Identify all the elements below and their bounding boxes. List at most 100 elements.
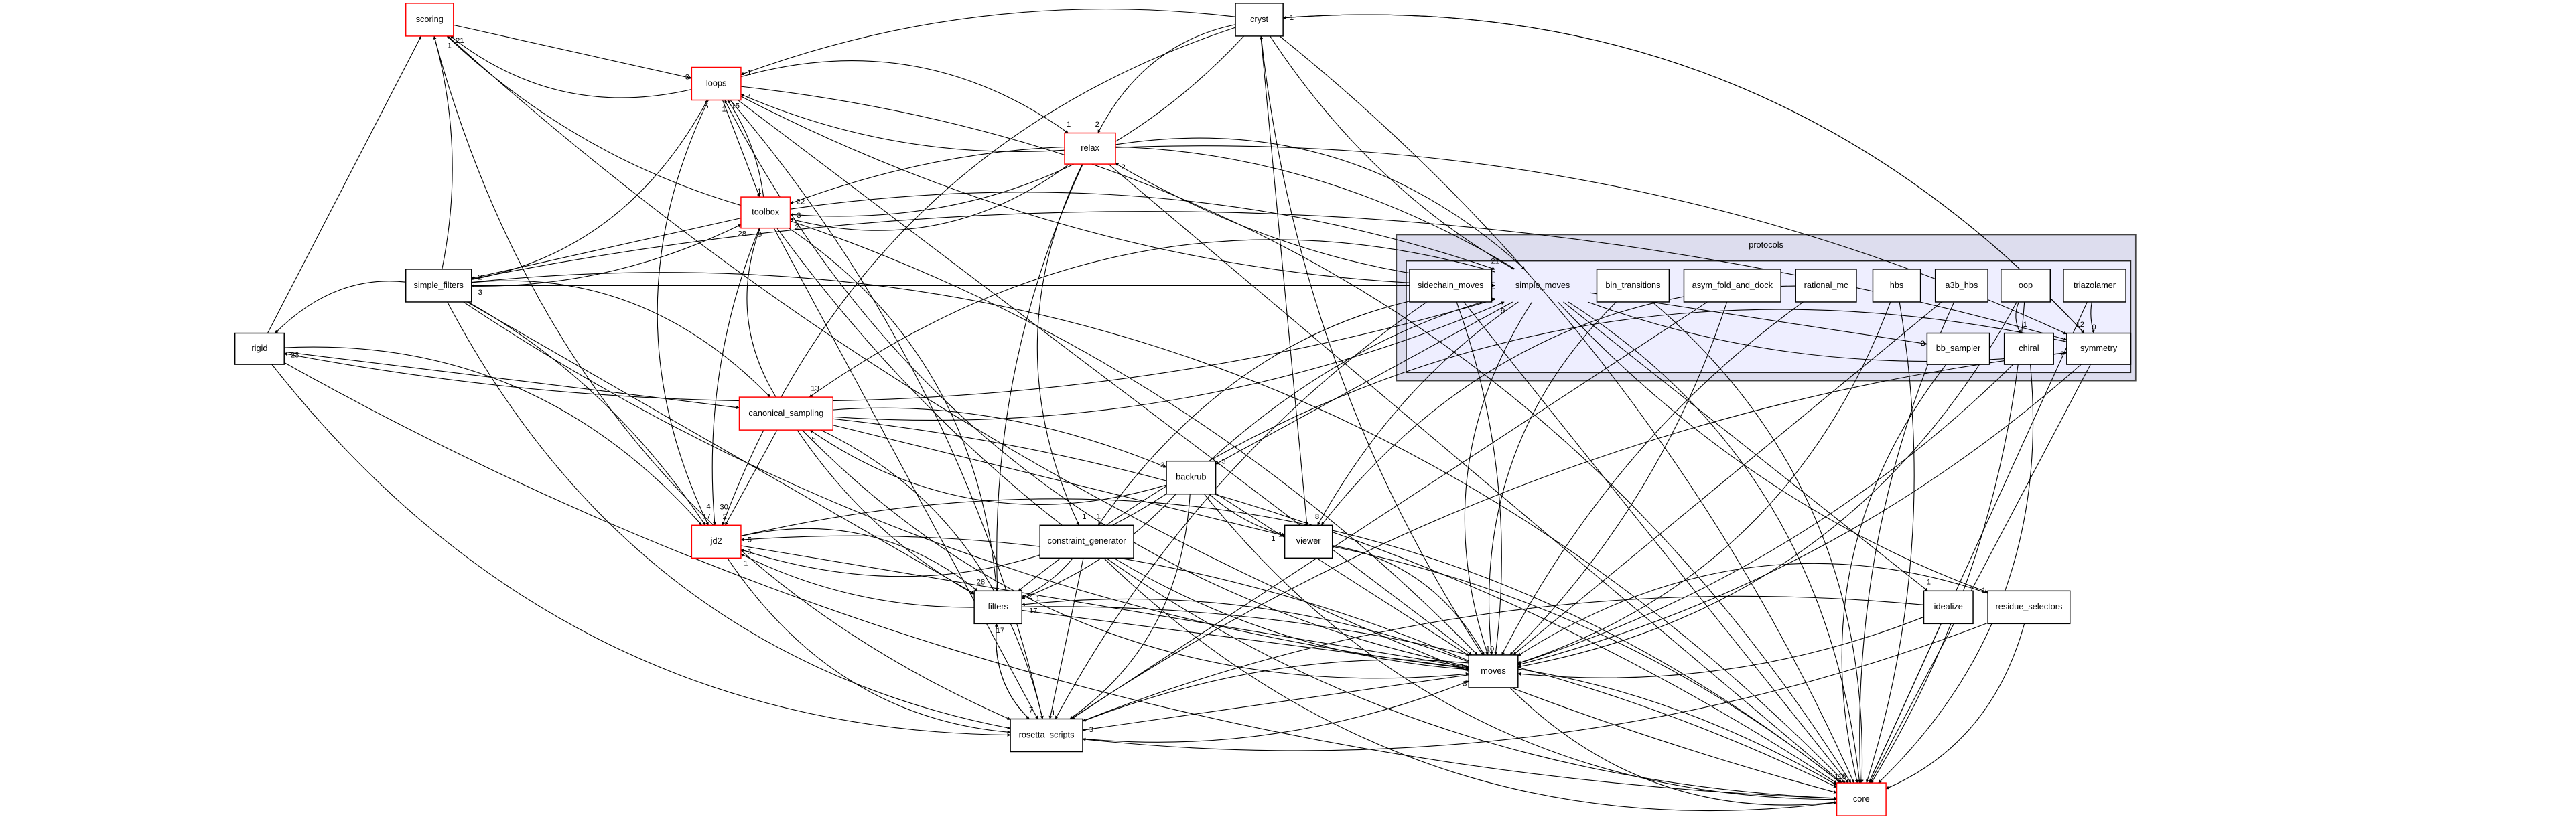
edge-simple_filters-to-moves[interactable] <box>463 301 1469 670</box>
edge-constraint_generator-to-filters[interactable] <box>1021 557 1073 598</box>
edge-count-label[interactable]: 3 <box>1089 726 1093 734</box>
node-core[interactable]: core <box>1836 782 1887 816</box>
edge-simple_filters-to-toolbox[interactable] <box>471 224 742 287</box>
edge-canonical_sampling-to-jd2[interactable] <box>725 429 778 526</box>
edge-asym_fold_and_dock-to-moves[interactable] <box>1509 301 1728 656</box>
edge-backrub-to-rosetta_scripts[interactable] <box>1069 494 1191 719</box>
edge-jd2-to-filters[interactable] <box>740 528 978 591</box>
edge-count-label[interactable]: 1 <box>1036 595 1040 603</box>
node-symmetry[interactable]: symmetry <box>2066 332 2132 365</box>
edge-backrub-to-canonical_sampling[interactable] <box>809 429 1167 505</box>
edge-loops-to-jd2[interactable] <box>657 100 709 526</box>
node-a3b_hbs[interactable]: a3b_hbs <box>1934 269 1988 303</box>
edge-filters-to-jd2[interactable] <box>740 553 975 608</box>
edge-toolbox-to-filters[interactable] <box>789 228 998 591</box>
edge-oop-to-moves[interactable] <box>1517 301 2017 668</box>
edge-canonical_sampling-to-core[interactable] <box>833 418 1837 784</box>
node-moves[interactable]: moves <box>1468 654 1519 688</box>
edge-moves-to-rosetta_scripts[interactable] <box>1082 674 1469 732</box>
edge-moves-to-core[interactable] <box>1509 687 1838 806</box>
node-bb_sampler[interactable]: bb_sampler <box>1926 332 1990 365</box>
edge-count-label[interactable]: 5 <box>811 436 815 444</box>
edge-simple_moves-to-backrub[interactable] <box>1215 301 1513 465</box>
node-canonical_sampling[interactable]: canonical_sampling <box>738 396 833 431</box>
edge-count-label[interactable]: 17 <box>702 512 711 520</box>
edge-count-label[interactable]: 8 <box>1315 513 1319 521</box>
edge-backrub-to-core[interactable] <box>1204 494 1838 802</box>
edge-hbs-to-core[interactable] <box>1865 301 1915 784</box>
edge-count-label[interactable]: 30 <box>720 504 728 512</box>
edge-count-label[interactable]: 3 <box>478 289 482 297</box>
edge-rosetta_scripts-to-filters[interactable] <box>994 623 1030 719</box>
edge-rigid-to-core[interactable] <box>283 362 1838 800</box>
edge-count-label[interactable]: 1 <box>1097 513 1101 521</box>
edge-count-label[interactable]: 1 <box>448 42 452 50</box>
edge-moves-to-loops[interactable] <box>724 100 1469 667</box>
edge-cryst-to-viewer[interactable] <box>1260 35 1308 526</box>
edge-symmetry-to-core[interactable] <box>1869 364 2091 784</box>
edge-chiral-to-moves[interactable] <box>1517 364 2014 664</box>
edge-rigid-to-scoring[interactable] <box>267 35 422 333</box>
edge-count-label[interactable]: 2 <box>795 224 799 232</box>
edge-count-label[interactable]: 1 <box>1982 587 1986 595</box>
edge-scoring-to-core[interactable] <box>448 35 1838 794</box>
edge-count-label[interactable]: 2 <box>1095 121 1099 129</box>
edge-constraint_generator-to-core[interactable] <box>1103 557 1838 811</box>
edge-symmetry-to-moves[interactable] <box>1517 364 2082 666</box>
edge-count-label[interactable]: 28 <box>977 578 986 586</box>
edge-simple_filters-to-canonical_sampling[interactable] <box>471 280 770 398</box>
edge-triazolamer-to-core[interactable] <box>1868 301 2088 784</box>
edge-sidechain_moves-to-rosetta_scripts[interactable] <box>1055 301 1428 719</box>
node-scoring[interactable]: scoring <box>405 3 454 37</box>
edge-count-label[interactable]: 3 <box>685 74 689 82</box>
edge-relax-to-constraint_generator[interactable] <box>1036 163 1083 526</box>
node-residue_selectors[interactable]: residue_selectors <box>1987 590 2071 625</box>
edge-count-label[interactable]: 1 <box>1082 513 1086 521</box>
edge-count-label[interactable]: 2 <box>1921 340 1925 348</box>
edge-toolbox-to-moves[interactable] <box>790 220 1478 656</box>
edge-rosetta_scripts-to-core[interactable] <box>1082 659 1837 786</box>
node-rosetta_scripts[interactable]: rosetta_scripts <box>1010 718 1083 753</box>
node-constraint_generator[interactable]: constraint_generator <box>1039 524 1134 559</box>
edge-rational_mc-to-moves[interactable] <box>1501 301 1804 656</box>
edge-canonical_sampling-to-backrub[interactable] <box>833 407 1167 468</box>
edge-residue_selectors-to-core[interactable] <box>1885 623 2025 790</box>
edge-canonical_sampling-to-rosetta_scripts[interactable] <box>820 429 1044 719</box>
edge-sidechain_moves-to-moves[interactable] <box>1456 301 1502 656</box>
edge-simple_moves-to-moves[interactable] <box>1464 301 1533 656</box>
edge-rosetta_scripts-to-moves[interactable] <box>1082 680 1469 743</box>
edge-count-label[interactable]: 22 <box>797 198 805 206</box>
edge-count-label[interactable]: 1 <box>744 559 748 567</box>
edge-count-label[interactable]: 21 <box>456 37 464 45</box>
edge-count-label[interactable]: 11 <box>1456 663 1465 671</box>
edge-count-label[interactable]: 17 <box>1029 607 1038 615</box>
edge-count-label[interactable]: 5 <box>748 536 752 544</box>
edge-count-label[interactable]: 1 <box>1290 14 1294 22</box>
edge-filters-to-rosetta_scripts[interactable] <box>996 623 1030 719</box>
edge-simple_moves-to-symmetry[interactable] <box>1587 301 2067 362</box>
edge-count-label[interactable]: 2 <box>2060 350 2064 358</box>
edge-canonical_sampling-to-filters[interactable] <box>797 429 975 595</box>
edge-loops-to-relax[interactable] <box>740 60 1069 133</box>
edge-count-label[interactable]: 7 <box>1029 706 1033 715</box>
edge-oop-to-chiral[interactable] <box>2015 301 2021 333</box>
node-filters[interactable]: filters <box>973 590 1022 625</box>
edge-count-label[interactable]: 1 <box>2023 321 2027 329</box>
node-simple_moves[interactable]: simple_moves <box>1515 280 1570 290</box>
edge-toolbox-to-scoring[interactable] <box>446 35 742 206</box>
edge-toolbox-to-rosetta_scripts[interactable] <box>773 228 1038 719</box>
node-jd2[interactable]: jd2 <box>691 524 742 559</box>
edge-symmetry-to-rosetta_scripts[interactable] <box>1071 352 2067 719</box>
edge-idealize-to-moves[interactable] <box>1517 616 1924 678</box>
edge-relax-to-symmetry[interactable] <box>1115 145 2067 335</box>
edge-count-label[interactable]: 3 <box>1463 680 1467 688</box>
edge-rigid-to-canonical_sampling[interactable] <box>284 351 740 409</box>
node-chiral[interactable]: chiral <box>2003 332 2054 365</box>
edge-loops-to-core[interactable] <box>740 86 1852 784</box>
edge-toolbox-to-core[interactable] <box>776 228 1838 800</box>
edge-simple_moves-to-rigid[interactable] <box>283 299 1495 402</box>
node-rational_mc[interactable]: rational_mc <box>1795 269 1857 303</box>
edge-count-label[interactable]: 118 <box>1834 773 1846 781</box>
edge-rigid-to-rosetta_scripts[interactable] <box>271 364 1011 737</box>
node-asym_fold_and_dock[interactable]: asym_fold_and_dock <box>1683 269 1781 303</box>
